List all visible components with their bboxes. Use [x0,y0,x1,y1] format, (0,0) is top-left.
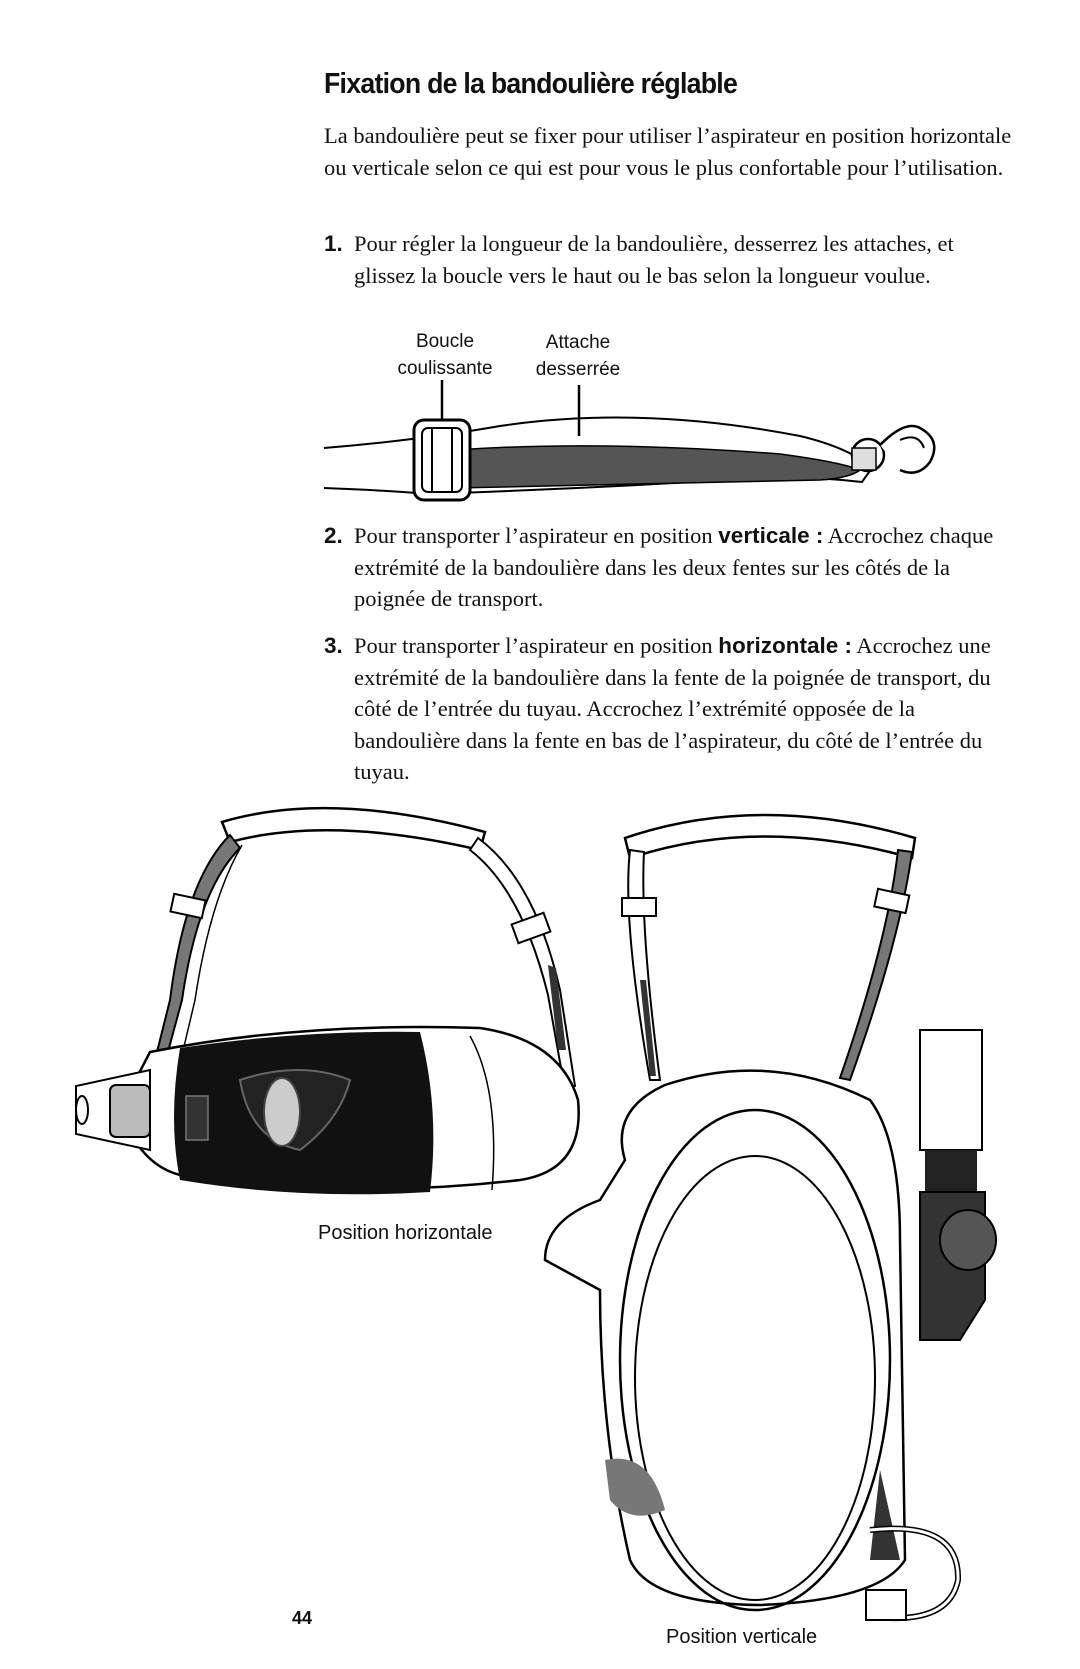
intro-paragraph: La bandoulière peut se fixer pour utilis… [324,123,1012,180]
step-1: 1. Pour régler la longueur de la bandoul… [324,228,1014,291]
label-attache-line1: Attache [545,332,611,353]
label-boucle-line1: Boucle [415,331,475,352]
label-boucle-coulissante: Boucle coulissante [380,328,510,382]
step-1-text: Pour régler la longueur de la bandoulièr… [354,231,954,288]
step-2-text-before: Pour transporter l’aspirateur en positio… [354,523,719,548]
page-number: 44 [292,1608,313,1628]
step-2-number: 2. [324,523,343,548]
label-boucle-line2: coulissante [397,358,493,379]
step-3: 3. Pour transporter l’aspirateur en posi… [324,630,1014,788]
label-attache-desserree: Attache desserrée [518,329,638,383]
step-2: 2. Pour transporter l’aspirateur en posi… [324,520,1014,615]
page-title: Fixation de la bandoulière réglable [324,68,738,100]
label-position-verticale: Position verticale [666,1626,818,1648]
step-3-keyword: horizontale : [718,633,853,658]
step-3-text-after: Accrochez une extrémité de la bandoulièr… [354,633,991,784]
step-2-text-after: Accrochez chaque extrémité de la bandoul… [354,523,994,611]
step-3-number: 3. [324,633,343,658]
label-position-horizontale: Position horizontale [318,1222,493,1244]
step-2-keyword: verticale : [718,523,824,548]
step-3-text-before: Pour transporter l’aspirateur en positio… [354,633,719,658]
label-attache-line2: desserrée [535,359,621,380]
step-1-number: 1. [324,231,343,256]
